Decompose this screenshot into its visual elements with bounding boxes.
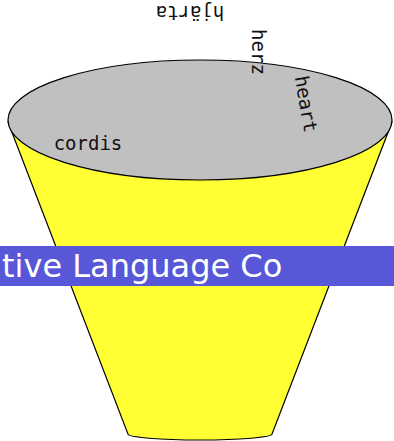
word-label: hjärta (156, 3, 225, 22)
word-label: herz (249, 29, 268, 75)
title-band: tive Language Co (0, 246, 394, 286)
band-text: tive Language Co (0, 246, 282, 286)
bucket-top (8, 60, 392, 180)
word-label: cordis (54, 134, 123, 153)
